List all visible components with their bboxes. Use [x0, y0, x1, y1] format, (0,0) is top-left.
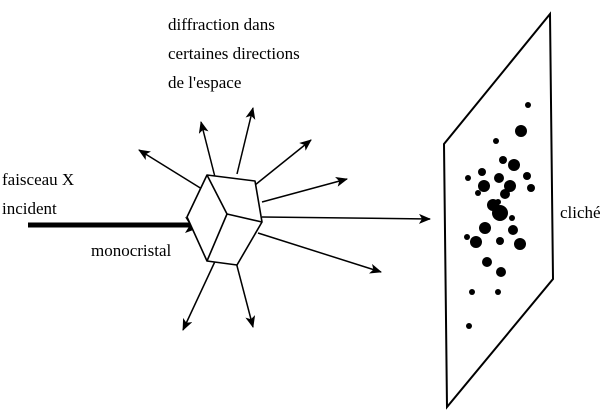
diffraction-spot [466, 323, 472, 329]
diffraction-spot [493, 138, 499, 144]
diffraction-spot [527, 184, 535, 192]
diffraction-spot [523, 172, 531, 180]
diffraction-spot [509, 215, 515, 221]
diffraction-label-line3: de l'espace [168, 73, 241, 92]
diffracted-ray [261, 177, 348, 203]
diffraction-label-line1: diffraction dans [168, 15, 275, 34]
diffraction-spot [499, 156, 507, 164]
diffraction-spot [465, 175, 471, 181]
diffraction-spots [464, 102, 535, 329]
diffraction-spot [470, 236, 482, 248]
diffraction-spot [515, 125, 527, 137]
diffraction-spot [496, 267, 506, 277]
monocrystal-label: monocristal [91, 241, 172, 260]
diffracted-ray [138, 149, 211, 195]
diffraction-spot [496, 237, 504, 245]
diffraction-spot [479, 222, 491, 234]
diffraction-spot [494, 173, 504, 183]
beam-label-line2: incident [2, 199, 57, 218]
diffraction-spot [495, 289, 501, 295]
diffraction-spot [508, 225, 518, 235]
diffraction-spot [478, 168, 486, 176]
diffraction-label-line2: certaines directions [168, 44, 300, 63]
diffraction-spot [525, 102, 531, 108]
diffracted-ray [254, 139, 312, 186]
diffracted-ray [236, 107, 256, 175]
diffraction-spot [514, 238, 526, 250]
monocrystal-cube [186, 174, 263, 266]
beam-label-line1: faisceau X [2, 170, 74, 189]
cube-edge [206, 174, 228, 215]
diffracted-ray [235, 261, 256, 328]
diffraction-spot [508, 159, 520, 171]
diffraction-spot [500, 189, 510, 199]
diffraction-spot [504, 180, 516, 192]
diffracted-ray [257, 232, 382, 274]
diffraction-spot [478, 180, 490, 192]
diffraction-spot [482, 257, 492, 267]
diffracted-rays [138, 107, 382, 331]
transmitted-beam-arrow [261, 213, 431, 224]
diffraction-spot [475, 190, 481, 196]
film-plate [442, 11, 555, 410]
diffracted-ray [198, 121, 217, 182]
diffraction-spot-center [492, 205, 508, 221]
diffraction-spot [464, 234, 470, 240]
cube-edge [226, 213, 263, 223]
diffraction-spot [469, 289, 475, 295]
cube-edge [206, 213, 228, 262]
diffracted-ray [182, 254, 219, 331]
film-label: cliché [560, 203, 601, 222]
